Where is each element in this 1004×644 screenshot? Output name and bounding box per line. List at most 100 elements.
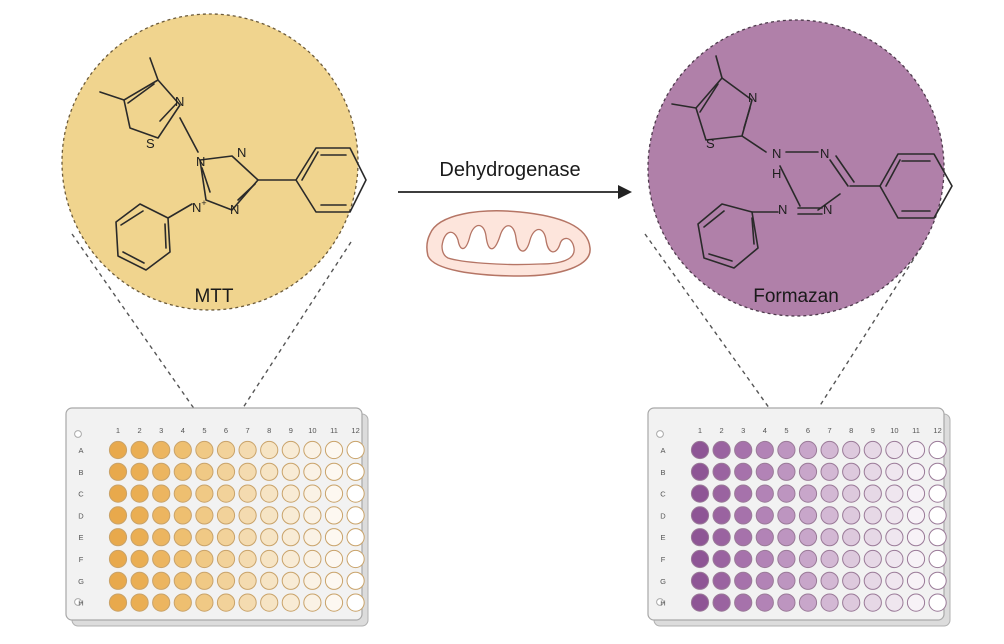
- column-label: 10: [308, 426, 316, 435]
- mtt-structure: [99, 57, 367, 271]
- plate-well: [885, 549, 904, 569]
- plate-well: [108, 462, 128, 481]
- plate-well: [798, 506, 818, 525]
- plate-well: [777, 462, 796, 481]
- plate-well: [260, 506, 279, 525]
- column-label: 10: [890, 426, 898, 435]
- plate-well: [260, 462, 279, 481]
- plate-well: [324, 440, 344, 460]
- mtt-atom-n-2: N: [237, 145, 246, 160]
- plate-well: [820, 593, 839, 612]
- plate-well: [820, 571, 839, 590]
- plate-well: [842, 571, 861, 590]
- formazan-atom-n-thiazole: N: [748, 90, 757, 105]
- column-label: 1: [698, 426, 702, 435]
- plate-well: [820, 462, 839, 481]
- plate-well: [260, 593, 279, 612]
- plate-well: [195, 462, 214, 481]
- plate-well: [734, 484, 753, 503]
- plate-well: [152, 440, 171, 460]
- plate-well: [108, 593, 128, 612]
- formazan-atom-n-3: N: [778, 202, 787, 217]
- plate-well: [734, 528, 753, 547]
- plate-well: [777, 440, 796, 460]
- plate-well: [906, 462, 926, 481]
- plate-well: [798, 528, 818, 547]
- plate-well: [303, 506, 322, 525]
- mtt-circle: [61, 13, 359, 311]
- plate-well: [152, 506, 171, 525]
- plate-well: [281, 593, 300, 612]
- plate-well: [842, 593, 861, 612]
- plate-well: [173, 593, 192, 612]
- plate-well: [281, 506, 300, 525]
- plate-well: [173, 506, 192, 525]
- mtt-atom-n-plus: N+: [192, 198, 207, 215]
- plate-well: [820, 528, 839, 547]
- row-label: E: [660, 533, 665, 542]
- row-label: B: [78, 468, 83, 477]
- plate-well: [324, 549, 344, 569]
- plate-well: [216, 462, 236, 481]
- plate-well: [863, 462, 882, 481]
- column-label: 11: [912, 426, 920, 435]
- plate-well: [152, 593, 171, 612]
- plate-well: [842, 528, 861, 547]
- row-label: G: [78, 577, 84, 586]
- plate-well: [928, 528, 947, 547]
- plate-well: [324, 506, 344, 525]
- plate-well: [798, 549, 818, 569]
- plate-well: [820, 440, 839, 460]
- plate-well: [108, 549, 128, 569]
- row-label: E: [78, 533, 83, 542]
- plate-well: [734, 462, 753, 481]
- plate-well: [820, 484, 839, 503]
- plate-well: [346, 528, 365, 547]
- plate-well: [755, 571, 774, 590]
- plate-well: [690, 549, 710, 569]
- plate-well: [152, 571, 171, 590]
- plate-well: [690, 528, 710, 547]
- plate-well: [777, 549, 796, 569]
- formazan-atom-nh-h: H: [772, 166, 781, 181]
- plate-well: [885, 593, 904, 612]
- plate-well: [281, 571, 300, 590]
- plate-well: [690, 506, 710, 525]
- row-label: B: [660, 468, 665, 477]
- plate-well: [346, 462, 365, 481]
- plate-well: [734, 440, 753, 460]
- plate-well: [906, 484, 926, 503]
- plate-well: [152, 484, 171, 503]
- plate-well: [885, 462, 904, 481]
- plate-well: [346, 440, 365, 460]
- plate-well: [173, 528, 192, 547]
- column-label: 9: [871, 426, 875, 435]
- plate-well: [928, 506, 947, 525]
- plate-well: [346, 593, 365, 612]
- plate-well: [755, 462, 774, 481]
- column-label: 12: [351, 426, 359, 435]
- plate-well: [130, 593, 149, 612]
- row-label: D: [660, 511, 666, 520]
- arrow-head-icon: [618, 185, 632, 199]
- plate-well: [777, 571, 796, 590]
- row-label: F: [661, 555, 666, 564]
- plate-well: [755, 484, 774, 503]
- plate-well: [216, 484, 236, 503]
- plate-well: [303, 484, 322, 503]
- plate-well: [885, 528, 904, 547]
- plate-well: [216, 506, 236, 525]
- plate-well: [734, 571, 753, 590]
- plate-well: [108, 571, 128, 590]
- column-label: 8: [267, 426, 271, 435]
- mtt-atom-s: S: [146, 136, 155, 151]
- plate-well: [303, 528, 322, 547]
- plate-well: [130, 506, 149, 525]
- plate-well: [346, 571, 365, 590]
- plate-well: [712, 506, 731, 525]
- plate-well: [928, 484, 947, 503]
- row-label: C: [78, 490, 84, 499]
- plate-well: [216, 549, 236, 569]
